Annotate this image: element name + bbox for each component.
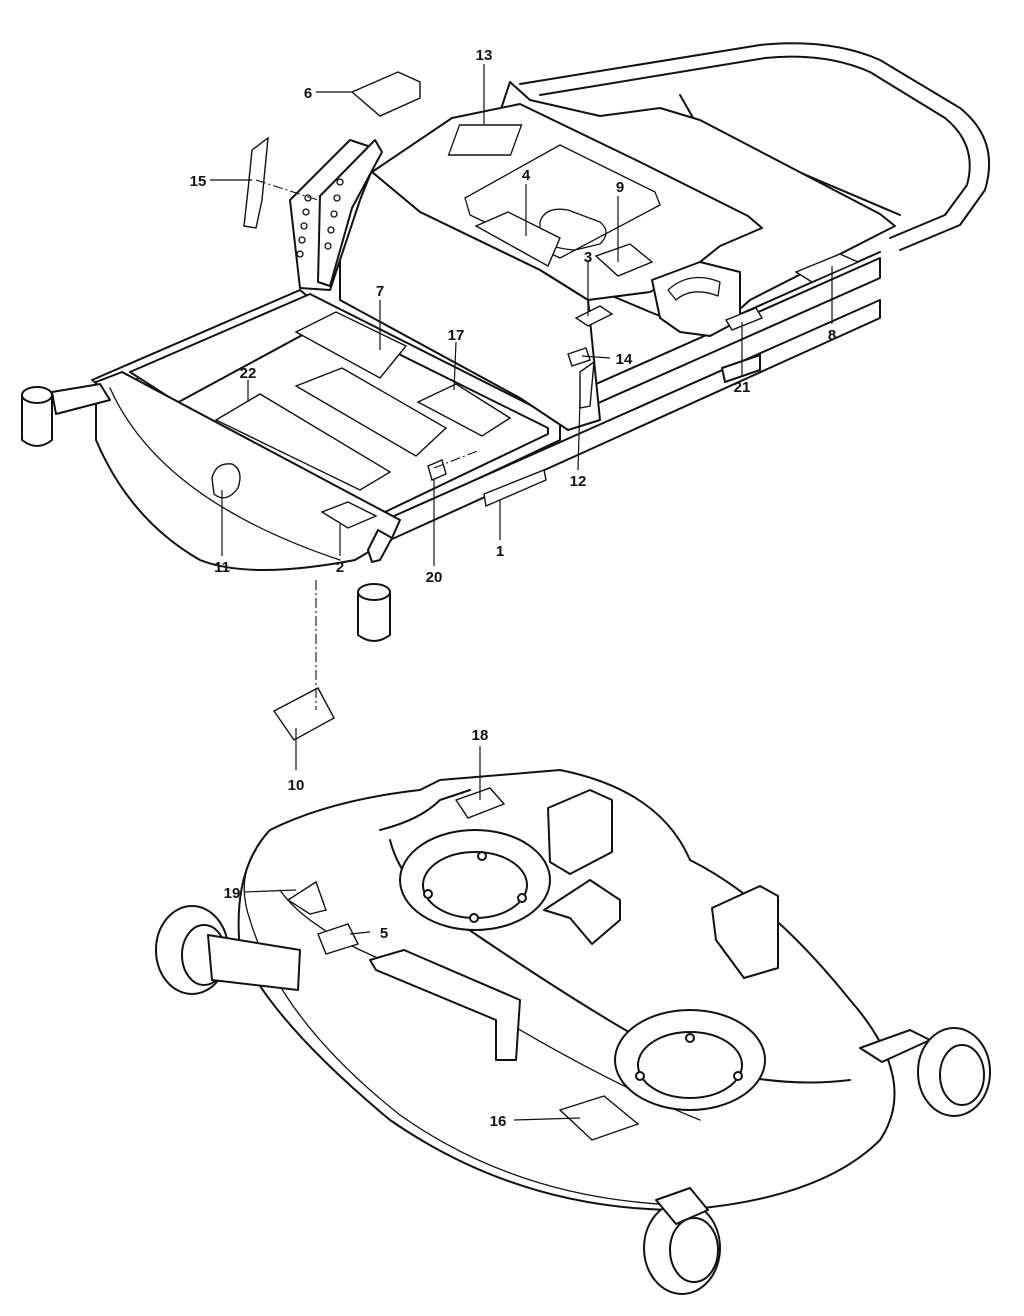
callout-10: 10 <box>288 777 305 794</box>
callout-4: 4 <box>522 167 531 184</box>
callout-7: 7 <box>376 283 384 300</box>
decal-16 <box>558 1095 640 1141</box>
mower-deck <box>155 769 991 1295</box>
decal-15 <box>243 136 269 229</box>
callout-19: 19 <box>224 885 241 902</box>
callout-2: 2 <box>336 559 344 576</box>
decal-19 <box>286 880 327 915</box>
decal-22a <box>294 367 448 457</box>
callout-20: 20 <box>426 569 443 586</box>
decal-14 <box>567 347 591 367</box>
decal-8 <box>794 253 860 283</box>
mount-holes <box>296 178 344 258</box>
decal-1 <box>483 469 547 507</box>
callout-11: 11 <box>214 559 230 576</box>
spindle-left <box>399 829 551 931</box>
leader-lines <box>210 64 833 1121</box>
decal-5 <box>317 923 359 955</box>
decal-6 <box>350 71 421 117</box>
callout-9: 9 <box>616 179 624 196</box>
frame-decals <box>211 71 860 741</box>
decal-2 <box>320 501 378 529</box>
callout-6: 6 <box>304 85 312 102</box>
callout-8: 8 <box>828 327 836 344</box>
decal-18 <box>454 787 506 819</box>
decal-3 <box>574 305 614 327</box>
deck-wheel-right <box>917 1027 991 1117</box>
callout-18: 18 <box>472 727 489 744</box>
decal-7 <box>294 311 408 379</box>
callout-labels: 13 6 15 4 9 3 7 17 22 14 8 21 12 1 20 2 … <box>190 47 837 1130</box>
callout-13: 13 <box>476 47 493 64</box>
callout-3: 3 <box>584 249 592 266</box>
decal-11 <box>211 463 241 499</box>
callout-5: 5 <box>380 925 388 942</box>
front-caster-left <box>21 383 111 447</box>
decal-22b <box>214 393 392 491</box>
spindle-right <box>614 1009 766 1111</box>
decal-10 <box>272 687 335 741</box>
callout-16: 16 <box>490 1113 507 1130</box>
callout-1: 1 <box>496 543 504 560</box>
callout-21: 21 <box>734 379 751 396</box>
decal-21 <box>724 307 764 331</box>
deck-wheel-left <box>155 905 301 995</box>
front-caster-right <box>357 529 393 642</box>
callout-17: 17 <box>448 327 465 344</box>
callout-12: 12 <box>570 473 587 490</box>
deck-wheel-front <box>643 1187 721 1295</box>
decal-4 <box>474 211 561 267</box>
decal-17 <box>416 383 512 437</box>
callout-15: 15 <box>190 173 207 190</box>
decal-13 <box>447 124 523 156</box>
callout-14: 14 <box>616 351 633 368</box>
decal-9 <box>594 243 654 277</box>
decal-12 <box>579 360 595 409</box>
projection-lines <box>255 179 481 710</box>
callout-22: 22 <box>240 365 257 382</box>
